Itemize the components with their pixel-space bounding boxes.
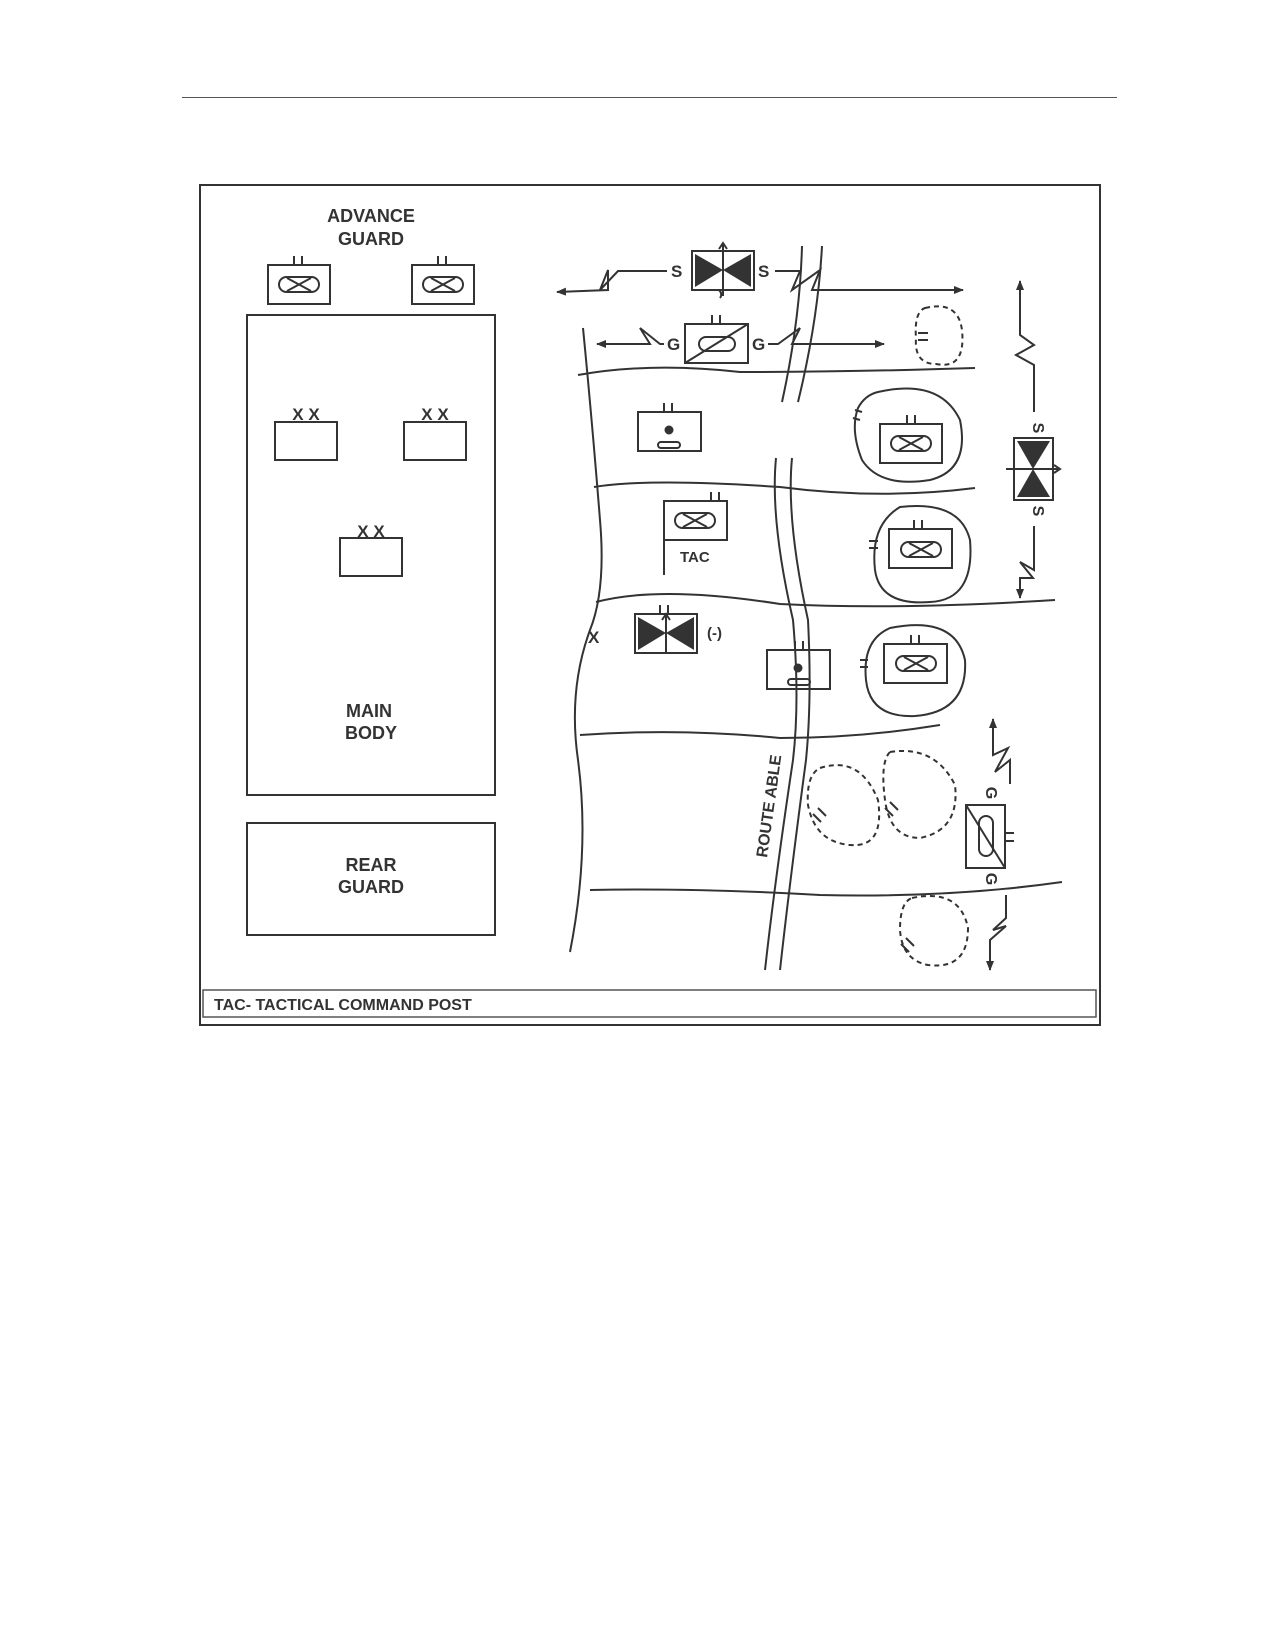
screen-right-arrow-down: [1016, 526, 1036, 599]
phase-lines: [577, 366, 1063, 897]
legend-box: [202, 989, 1097, 1018]
guard-right-unit: [965, 804, 1014, 869]
division-marker: X X: [292, 405, 320, 424]
main-body-label-2: BODY: [345, 723, 397, 743]
division-unit-1: X X: [274, 405, 338, 461]
screen-right-arrow-up: [1013, 280, 1036, 412]
screen-arrow-right: [775, 267, 964, 294]
screen-arrow-left: [556, 269, 667, 296]
screen-top-unit: [691, 241, 755, 299]
dashed-area-ticks: [812, 332, 928, 953]
main-body-label-1: MAIN: [346, 701, 392, 721]
route-able-road: [764, 457, 811, 971]
boundary-marker: X: [588, 628, 600, 647]
guard-right-arrow-down: [986, 895, 1007, 971]
guard-marker: G: [982, 787, 999, 799]
advance-guard-unit-right: [411, 256, 475, 305]
guard-right-arrow-up: [989, 718, 1011, 784]
guard-marker: G: [667, 335, 680, 354]
hq-unit-lower: [766, 641, 831, 690]
screen-marker: S: [1029, 423, 1046, 434]
guard-arrow-left: [596, 327, 664, 348]
screen-marker: S: [758, 262, 769, 281]
advance-guard-unit-left: [267, 256, 331, 305]
battle-position-2: [869, 505, 972, 604]
left-boundary-line: [569, 327, 603, 953]
division-unit-2: X X: [403, 405, 467, 461]
rear-guard-label-1: REAR: [345, 855, 396, 875]
main-body-box: [246, 314, 496, 796]
division-unit-3: X X: [339, 522, 403, 577]
guard-marker: G: [752, 335, 765, 354]
guard-marker: G: [982, 873, 999, 885]
legend-text: TAC- TACTICAL COMMAND POST: [214, 997, 472, 1014]
guard-arrow-right: [768, 327, 885, 348]
screen-right-unit: [1006, 437, 1062, 501]
figure-frame: [199, 184, 1101, 1026]
division-marker: X X: [421, 405, 449, 424]
tac-command-post: [663, 492, 728, 575]
page-header-rule: [182, 97, 1117, 98]
battle-position-3: [860, 624, 967, 718]
rear-guard-box: [246, 822, 496, 936]
hq-unit-upper: [637, 403, 702, 452]
advance-guard-label-1: ADVANCE: [327, 206, 415, 226]
tac-label: TAC: [680, 549, 710, 566]
advance-guard-label-2: GUARD: [338, 229, 404, 249]
screen-marker: S: [671, 262, 682, 281]
guard-top-unit: [684, 315, 749, 364]
reduced-marker: (-): [707, 625, 722, 642]
screen-marker: S: [1029, 506, 1046, 517]
route-top-lines: [781, 245, 823, 403]
division-marker: X X: [357, 522, 385, 541]
screen-reduced-unit: [634, 605, 698, 654]
battle-position-1: [852, 387, 963, 483]
dashed-assembly-areas: [806, 305, 970, 967]
rear-guard-label-2: GUARD: [338, 877, 404, 897]
